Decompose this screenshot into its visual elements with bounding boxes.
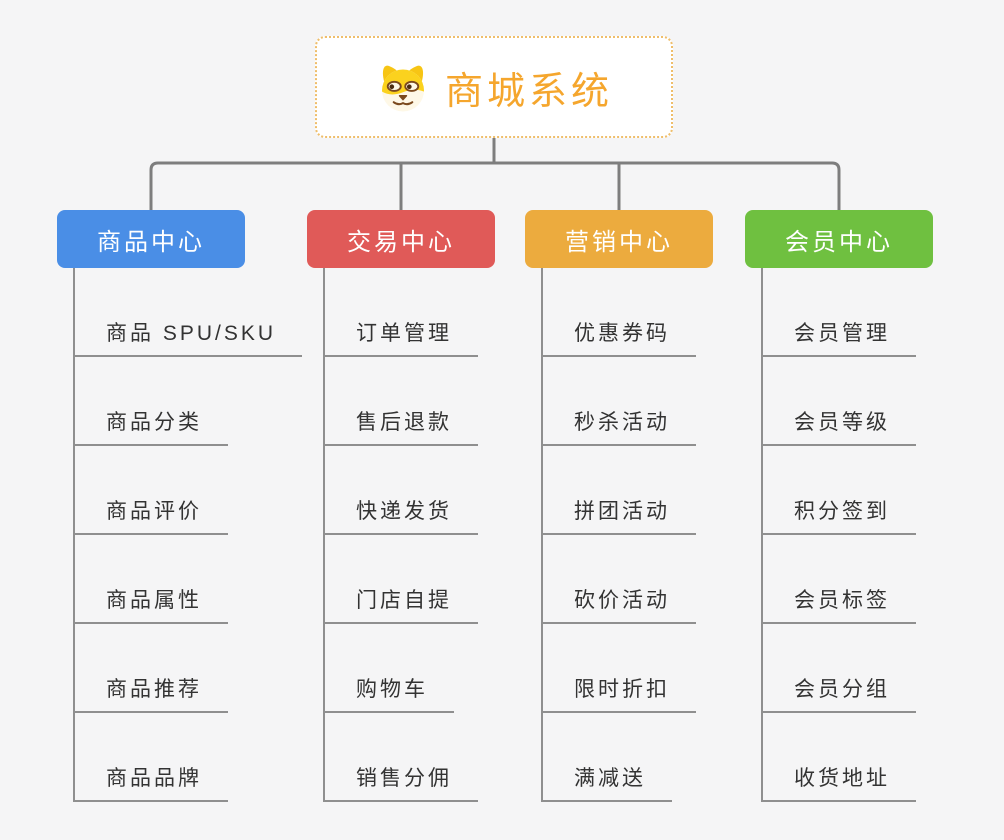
leaf-label: 门店自提 <box>356 589 452 612</box>
leaf-node[interactable]: 秒杀活动 <box>541 408 696 446</box>
leaf-label: 售后退款 <box>356 411 452 434</box>
leaf-label: 快递发货 <box>356 500 452 523</box>
branch-label: 商品中心 <box>97 228 205 256</box>
leaf-node[interactable]: 商品评价 <box>73 497 228 535</box>
leaf-node[interactable]: 会员等级 <box>761 408 916 446</box>
leaf-label: 商品推荐 <box>106 678 202 701</box>
leaf-node[interactable]: 商品 SPU/SKU <box>73 319 303 357</box>
branch-node-member-center[interactable]: 会员中心 <box>745 210 933 268</box>
doge-icon <box>375 61 431 113</box>
branch-label: 营销中心 <box>565 228 673 256</box>
branch-node-marketing-center[interactable]: 营销中心 <box>525 210 713 268</box>
leaf-node[interactable]: 售后退款 <box>323 408 478 446</box>
leaf-label: 购物车 <box>356 678 428 701</box>
leaf-label: 会员等级 <box>794 411 890 434</box>
branch-label: 交易中心 <box>347 228 455 256</box>
leaf-node[interactable]: 商品属性 <box>73 586 228 624</box>
leaf-label: 商品属性 <box>106 589 202 612</box>
branch-trunk-line <box>761 268 763 802</box>
root-title: 商城系统 <box>444 70 613 113</box>
leaf-label: 商品分类 <box>106 411 202 434</box>
leaf-label: 会员分组 <box>794 678 890 701</box>
leaf-label: 商品 SPU/SKU <box>106 322 277 345</box>
root-node-mall-system[interactable]: 商城系统 <box>315 36 673 138</box>
leaf-label: 满减送 <box>574 767 646 790</box>
leaf-node[interactable]: 会员管理 <box>761 319 916 357</box>
leaf-label: 订单管理 <box>356 322 452 345</box>
leaf-node[interactable]: 商品品牌 <box>73 764 228 802</box>
leaf-node[interactable]: 优惠券码 <box>541 319 696 357</box>
leaf-node[interactable]: 销售分佣 <box>323 764 478 802</box>
branch-trunk-line <box>323 268 325 802</box>
leaf-label: 限时折扣 <box>574 678 670 701</box>
leaf-label: 积分签到 <box>794 500 890 523</box>
leaf-node[interactable]: 限时折扣 <box>541 675 696 713</box>
branch-trunk-line <box>73 268 75 802</box>
leaf-label: 砍价活动 <box>574 589 670 612</box>
leaf-node[interactable]: 拼团活动 <box>541 497 696 535</box>
leaf-node[interactable]: 积分签到 <box>761 497 916 535</box>
leaf-node[interactable]: 订单管理 <box>323 319 478 357</box>
branch-label: 会员中心 <box>785 228 893 256</box>
leaf-label: 秒杀活动 <box>574 411 670 434</box>
branch-trunk-line <box>541 268 543 802</box>
branch-node-trade-center[interactable]: 交易中心 <box>307 210 495 268</box>
leaf-label: 会员管理 <box>794 322 890 345</box>
leaf-node[interactable]: 满减送 <box>541 764 672 802</box>
leaf-node[interactable]: 快递发货 <box>323 497 478 535</box>
leaf-label: 优惠券码 <box>574 322 670 345</box>
leaf-label: 商品品牌 <box>106 767 202 790</box>
leaf-label: 会员标签 <box>794 589 890 612</box>
leaf-node[interactable]: 收货地址 <box>761 764 916 802</box>
leaf-label: 商品评价 <box>106 500 202 523</box>
leaf-node[interactable]: 砍价活动 <box>541 586 696 624</box>
leaf-node[interactable]: 会员分组 <box>761 675 916 713</box>
leaf-label: 收货地址 <box>794 767 890 790</box>
leaf-node[interactable]: 购物车 <box>323 675 454 713</box>
leaf-node[interactable]: 商品分类 <box>73 408 228 446</box>
leaf-node[interactable]: 商品推荐 <box>73 675 228 713</box>
leaf-label: 拼团活动 <box>574 500 670 523</box>
leaf-node[interactable]: 门店自提 <box>323 586 478 624</box>
branch-node-product-center[interactable]: 商品中心 <box>57 210 245 268</box>
leaf-node[interactable]: 会员标签 <box>761 586 916 624</box>
leaf-label: 销售分佣 <box>356 767 452 790</box>
